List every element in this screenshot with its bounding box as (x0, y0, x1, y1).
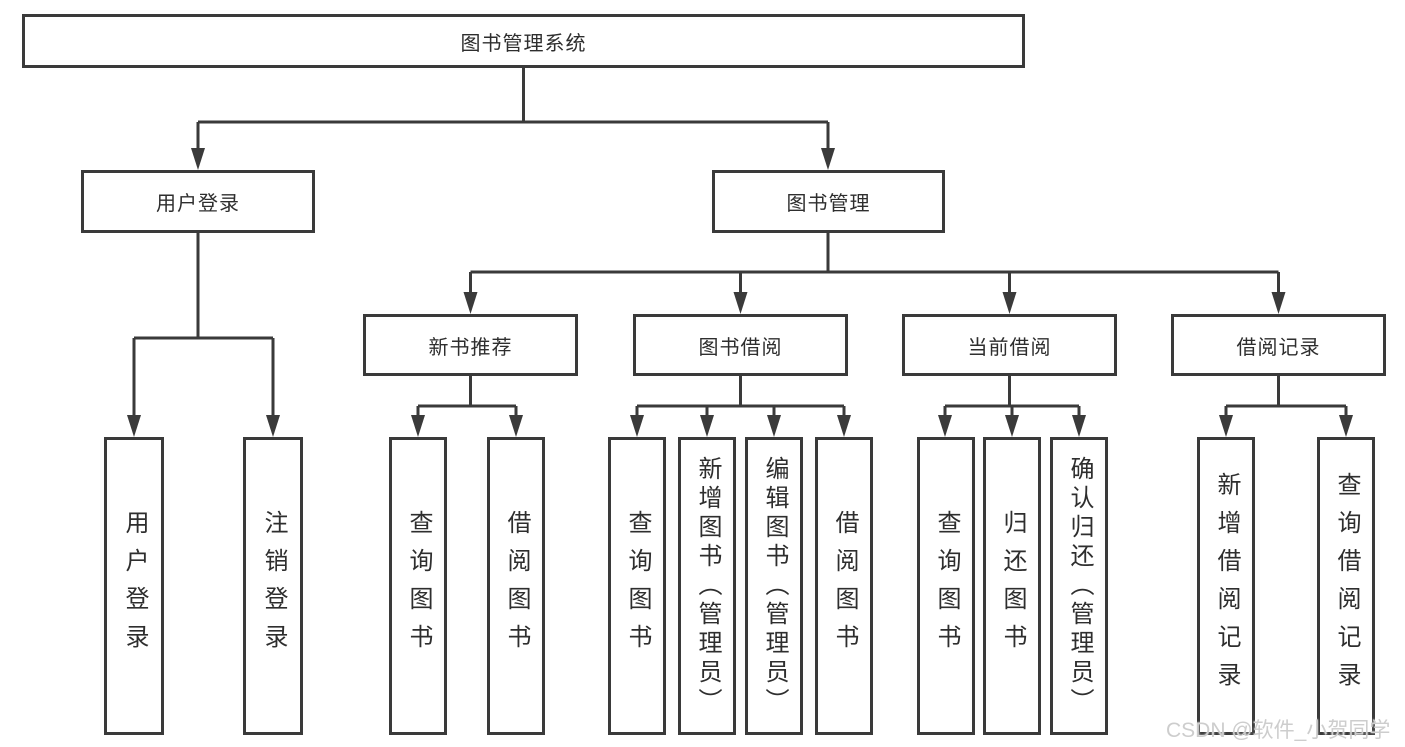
leaf-return-book-label: 归还图书 (999, 510, 1026, 662)
node-current-borrow: 当前借阅 (902, 314, 1117, 376)
node-book-management-label: 图书管理 (786, 193, 871, 215)
node-root: 图书管理系统 (22, 14, 1025, 68)
leaf-record-query: 查询借阅记录 (1317, 437, 1375, 735)
leaf-borrow-edit-admin: 编辑图书（管理员） (745, 437, 803, 735)
node-borrow-records: 借阅记录 (1171, 314, 1386, 376)
node-book-management: 图书管理 (712, 170, 945, 233)
node-user-login-label: 用户登录 (156, 193, 240, 215)
node-book-borrow: 图书借阅 (633, 314, 848, 376)
leaf-borrow-add-admin: 新增图书（管理员） (678, 437, 736, 735)
leaf-confirm-return-admin: 确认归还（管理员） (1050, 437, 1108, 735)
leaf-record-query-label: 查询借阅记录 (1333, 472, 1360, 700)
leaf-newbook-query-label: 查询图书 (405, 510, 432, 662)
leaf-borrow-query-label: 查询图书 (624, 510, 651, 662)
leaf-logout-label: 注销登录 (260, 510, 287, 662)
leaf-logout: 注销登录 (243, 437, 303, 735)
leaf-borrow-book-label: 借阅图书 (831, 510, 858, 662)
arrowhead-icons (127, 148, 1353, 437)
node-user-login: 用户登录 (81, 170, 315, 233)
leaf-borrow-add-admin-label: 新增图书（管理员） (694, 455, 721, 717)
leaf-record-add-label: 新增借阅记录 (1213, 472, 1240, 700)
leaf-user-login: 用户登录 (104, 437, 164, 735)
node-new-book-recommend: 新书推荐 (363, 314, 578, 376)
node-book-borrow-label: 图书借阅 (698, 336, 783, 359)
node-current-borrow-label: 当前借阅 (967, 336, 1052, 359)
leaf-confirm-return-admin-label: 确认归还（管理员） (1066, 455, 1093, 717)
leaf-borrow-book: 借阅图书 (815, 437, 873, 735)
node-root-label: 图书管理系统 (460, 32, 587, 55)
leaf-current-query: 查询图书 (917, 437, 975, 735)
leaf-return-book: 归还图书 (983, 437, 1041, 735)
leaf-newbook-query: 查询图书 (389, 437, 447, 735)
leaf-newbook-borrow-label: 借阅图书 (503, 510, 530, 662)
leaf-newbook-borrow: 借阅图书 (487, 437, 545, 735)
leaf-record-add: 新增借阅记录 (1197, 437, 1255, 735)
node-borrow-records-label: 借阅记录 (1236, 336, 1321, 359)
node-new-book-recommend-label: 新书推荐 (428, 336, 513, 359)
leaf-borrow-edit-admin-label: 编辑图书（管理员） (761, 455, 788, 717)
leaf-borrow-query: 查询图书 (608, 437, 666, 735)
csdn-watermark: CSDN @软件_小贺同学 (1166, 719, 1391, 742)
leaf-current-query-label: 查询图书 (933, 510, 960, 662)
leaf-user-login-label: 用户登录 (121, 510, 148, 662)
